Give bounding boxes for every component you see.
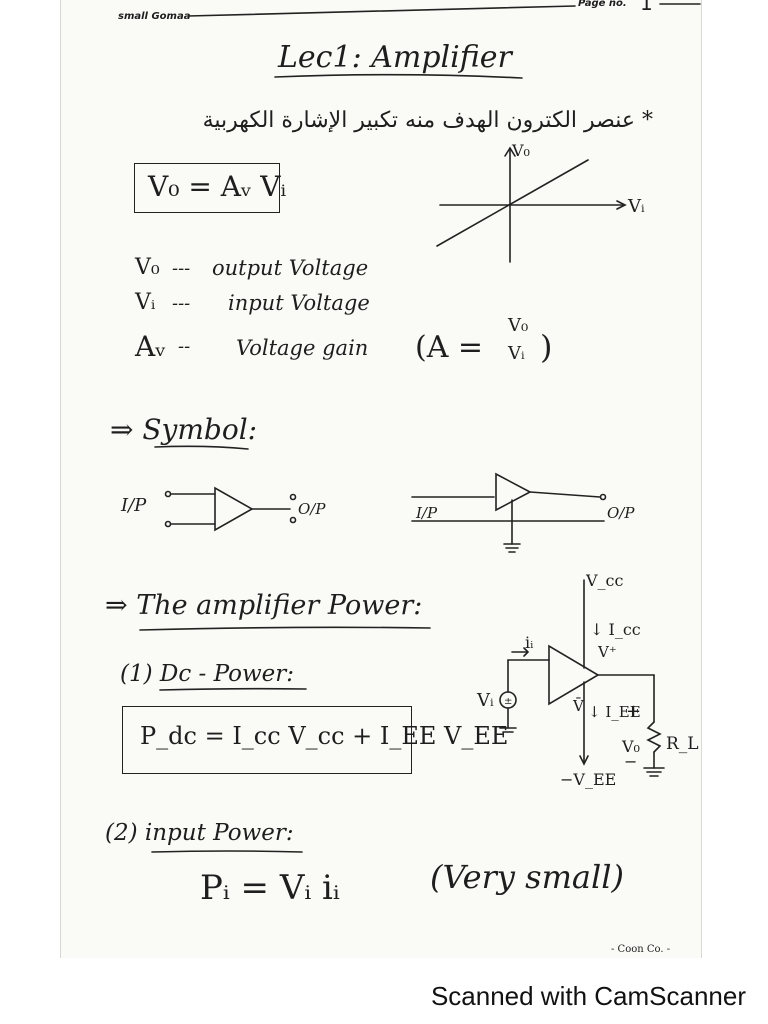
definition-symbol: Vᵢ: [135, 290, 156, 315]
right-amp-input-label: I/P: [416, 504, 438, 522]
definition-text: Voltage gain: [236, 336, 369, 360]
arabic-intro: * عنصر الكترون الهدف منه تكبير الإشارة ا…: [202, 108, 653, 133]
circuit-vi-label: Vᵢ: [477, 690, 494, 711]
dc-power-equation: P_dc = I_cc V_cc + I_EE V_EE: [140, 722, 509, 750]
notebook-brand: small Gomaa: [118, 11, 191, 22]
left-amp-output-label: O/P: [298, 500, 326, 518]
definition-text: output Voltage: [212, 256, 369, 280]
circuit-vo-label: V₀: [622, 737, 640, 756]
definition-sep: ---: [172, 258, 191, 279]
notebook-page: [60, 0, 702, 958]
bottom-corner-mark: - Coon Co. -: [611, 944, 671, 955]
graph-x-arrow-icon: [616, 200, 627, 210]
circuit-vcc-label: V_cc: [586, 571, 624, 590]
power-underline: [139, 626, 431, 631]
graph-x-label: Vᵢ: [628, 196, 645, 217]
right-amp-output-terminal: [599, 493, 607, 501]
graph-y-arrow-icon: [504, 146, 516, 157]
input-power-heading: (2) input Power:: [105, 820, 294, 846]
left-amp-input-terminal: [164, 490, 172, 498]
input-power-underline: [151, 850, 303, 853]
left-amp-output-terminal: [289, 516, 297, 524]
graph-transfer-line: [436, 159, 589, 247]
symbol-heading: ⇒ Symbol:: [110, 413, 258, 446]
right-amp-triangle: [495, 472, 532, 512]
circuit-ii-label: iᵢ: [525, 633, 534, 652]
gain-formula-close: ): [540, 328, 553, 366]
gain-formula-lhs: (A =: [415, 330, 484, 365]
source-plus-icon: ±: [504, 696, 512, 707]
circuit-minus-sign: −: [624, 752, 638, 771]
scanner-footer-text: Scanned with CamScanner: [430, 981, 746, 1011]
circuit-rl-label: R_L: [666, 734, 699, 754]
circuit-icc-label: ↓ I_cc: [590, 620, 641, 639]
dc-power-underline: [159, 687, 307, 691]
definition-symbol: V₀: [135, 255, 160, 280]
left-amp-output-terminal: [289, 493, 297, 501]
definition-sep: --: [178, 336, 191, 357]
header-rule: [187, 5, 576, 17]
circuit-vee-label: −V_EE: [560, 770, 617, 789]
circuit-plus-sign: +: [626, 701, 642, 722]
right-amp-output-label: O/P: [607, 504, 635, 522]
page-title: Lec1: Amplifier: [278, 40, 512, 75]
circuit-vplus-label: V⁺: [598, 643, 617, 661]
circuit-iee-label: ↓ I_EE: [588, 703, 641, 721]
circuit-vminus-label: V̄: [573, 697, 584, 715]
main-equation: V₀ = Aᵥ Vᵢ: [148, 170, 287, 203]
left-amp-input-label: I/P: [121, 495, 147, 516]
gain-formula-numerator: V₀: [508, 315, 529, 336]
circuit-opamp-triangle: [548, 644, 600, 706]
title-underline: [274, 73, 523, 79]
page-label: Page no.: [578, 0, 627, 9]
symbol-underline: [154, 445, 249, 450]
dc-power-box: [122, 706, 412, 774]
gain-formula-denominator: Vᵢ: [508, 343, 525, 364]
left-amp-input-terminal: [164, 520, 172, 528]
definition-sep: ---: [172, 293, 191, 314]
left-amp-triangle: [214, 486, 254, 532]
page-number: 1: [640, 0, 653, 15]
definition-symbol: Aᵥ: [135, 330, 166, 363]
power-heading: ⇒ The amplifier Power:: [105, 590, 423, 621]
circuit-current-arrow-icon: [511, 647, 530, 657]
circuit-vee-arrow-icon: [579, 755, 589, 766]
load-resistor-icon: [646, 721, 662, 753]
graph-y-label: V₀: [512, 141, 530, 160]
dc-power-heading: (1) Dc - Power:: [120, 661, 295, 687]
input-power-equation: Pᵢ = Vᵢ iᵢ: [200, 868, 340, 908]
definition-text: input Voltage: [228, 291, 370, 315]
main-equation-box: [134, 163, 280, 213]
input-power-note: (Very small): [430, 858, 624, 896]
scanner-footer: Scanned with CamScanner: [0, 975, 768, 1024]
